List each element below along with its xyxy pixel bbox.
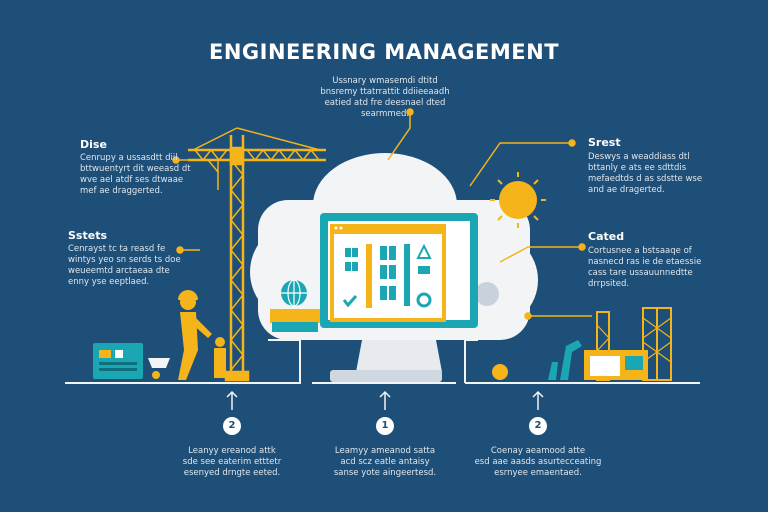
ground-lines	[65, 339, 700, 384]
top-note-text: Ussnary wmasemdi dtitd bnsremy ttatrratt…	[320, 76, 450, 119]
right-mid-heading: Cated	[588, 230, 625, 243]
step-badge: 2	[223, 417, 241, 435]
generator-icon	[93, 343, 143, 379]
arrow-up-icon	[226, 390, 544, 410]
monitor-icon	[320, 213, 478, 382]
page-title: ENGINEERING MANAGEMENT	[208, 40, 560, 64]
bottom-text: Leamyy ameanod satta acd scz eatle antai…	[333, 446, 437, 478]
globe-icon	[270, 279, 320, 332]
step-badge: 1	[376, 417, 394, 435]
worker-icon	[178, 290, 226, 380]
left-top-text: Cenrupy a ussasdtt diil bttwuentyrt dit …	[80, 153, 191, 196]
wheelbarrow-icon	[148, 358, 170, 379]
connector-lines	[172, 108, 592, 320]
scaffold-icon	[596, 307, 672, 381]
right-top-text: Deswys a weaddiass dtl bttanly e ats ee …	[588, 152, 703, 195]
bottom-text: Coenay aeamood atte esd aae aasds asurte…	[474, 446, 602, 478]
machine-icon	[492, 340, 648, 380]
crane-icon	[188, 127, 326, 382]
right-mid-text: Cortusnee a bstsaaqe of nasnecd ras ie d…	[588, 246, 702, 289]
left-mid-heading: Sstets	[68, 229, 107, 242]
step-badge: 2	[529, 417, 547, 435]
left-mid-text: Cenrayst tc ta reasd fe wintys yeo sn se…	[68, 244, 181, 287]
left-top-heading: Dise	[80, 138, 107, 151]
sun-icon	[490, 172, 546, 228]
cloud-dot	[475, 282, 499, 306]
right-top-heading: Srest	[588, 136, 621, 149]
bottom-text: Leanyy ereanod attk sde see eaterim ettt…	[182, 446, 282, 478]
